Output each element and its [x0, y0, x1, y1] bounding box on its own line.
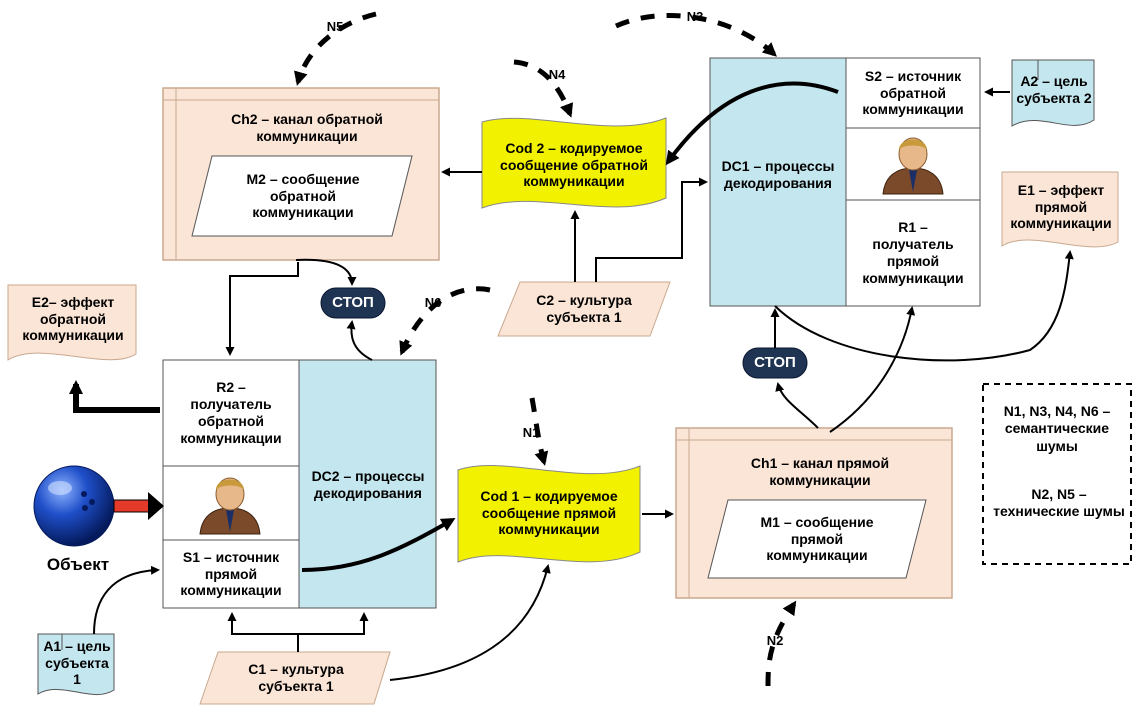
message-m2-parallelogram — [191, 155, 413, 237]
r2-box — [162, 359, 300, 467]
noise-n1-label: N1 — [522, 425, 540, 441]
c2-label: C2 – культура субъекта 1 — [536, 292, 632, 325]
person-icon — [199, 477, 261, 535]
noise-n2-label: N2 — [766, 633, 784, 649]
dc2-label: DC2 – процессы декодирования — [311, 468, 425, 501]
message-m1-parallelogram — [707, 499, 927, 579]
ball-object-icon — [33, 465, 115, 547]
e2-effect-shape — [7, 284, 137, 361]
dc1-label: DC1 – процессы декодирования — [721, 158, 835, 191]
c1-culture-parallelogram — [199, 651, 391, 705]
cod1-wave-shape — [457, 465, 641, 563]
c1-label: C1 – культура субъекта 1 — [248, 661, 344, 694]
noise-n4-label: N4 — [548, 67, 566, 83]
noise-arrows — [294, 11, 797, 687]
r1-label: R1 – получатель прямой коммуникации — [862, 219, 964, 286]
a2-goal-shape — [1011, 59, 1095, 127]
person-icon — [882, 137, 944, 195]
e2-label: E2– эффект обратной коммуникации — [22, 293, 124, 344]
e1-effect-shape — [1001, 171, 1119, 248]
s1-box — [162, 539, 300, 609]
a2-label: A2 – цель субъекта 2 — [1016, 73, 1092, 106]
a1-goal-shape — [37, 633, 115, 695]
dc2-box — [298, 359, 437, 609]
noise-n5-label: N5 — [326, 19, 344, 35]
stop-oval-top — [320, 287, 386, 319]
noise-n3-label: N3 — [686, 9, 704, 25]
m1-label: M1 – сообщение прямой коммуникации — [760, 513, 874, 564]
legend-technical-text: N2, N5 – технические шумы — [993, 485, 1125, 520]
noise-n6-label: N6 — [424, 295, 442, 311]
cod2-wave-shape — [481, 117, 667, 209]
object-label: Объект — [46, 554, 110, 574]
stop-label-bottom: СТОП — [754, 354, 796, 371]
ch2-label: Ch2 – канал обратной коммуникации — [231, 111, 383, 144]
c2-culture-parallelogram — [497, 281, 671, 337]
ch1-label: Ch1 – канал прямой коммуникации — [750, 455, 890, 488]
m2-label: M2 – сообщение обратной коммуникации — [246, 170, 360, 221]
stop-label-top: СТОП — [332, 294, 374, 311]
object-red-arrow — [113, 492, 164, 520]
cod2-label: Cod 2 – кодируемое сообщение обратной ко… — [500, 139, 648, 190]
cod1-label: Cod 1 – кодируемое сообщение прямой комм… — [480, 487, 618, 538]
s2-label: S2 – источник обратной коммуникации — [862, 67, 964, 118]
r1-box — [845, 199, 981, 307]
r2-label: R2 – получатель обратной коммуникации — [180, 379, 282, 446]
connectors — [69, 81, 1074, 681]
legend-semantic-text: N1, N3, N4, N6 – семантические шумы — [1003, 402, 1111, 454]
e1-label: E1 – эффект прямой коммуникации — [1010, 181, 1112, 232]
s1-label: S1 – источник прямой коммуникации — [180, 548, 282, 599]
s2-box — [845, 57, 981, 129]
a1-label: A1 – цель субъекта 1 — [43, 637, 111, 688]
legend-box — [982, 383, 1132, 565]
